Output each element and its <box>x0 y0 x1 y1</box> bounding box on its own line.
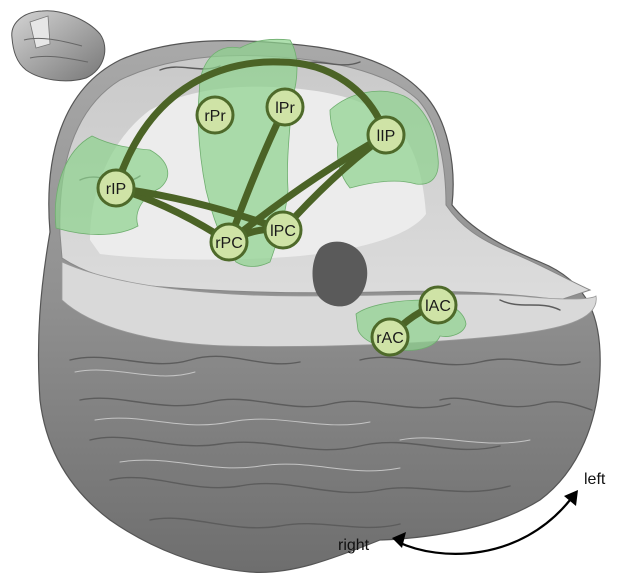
node-lPr-label: lPr <box>275 100 295 117</box>
node-lPC-label: lPC <box>270 223 296 240</box>
node-lIP: lIP <box>368 117 404 153</box>
node-lAC-label: lAC <box>425 298 451 315</box>
node-rPC: rPC <box>211 224 247 260</box>
node-rPC-label: rPC <box>215 235 243 252</box>
brain-render <box>38 41 600 573</box>
node-lIP-label: lIP <box>377 128 396 145</box>
node-rIP: rIP <box>98 170 134 206</box>
node-rPr-label: rPr <box>204 108 226 125</box>
node-rIP-label: rIP <box>106 181 126 198</box>
node-lAC: lAC <box>420 287 456 323</box>
right-label: right <box>338 537 370 554</box>
node-rPr: rPr <box>197 97 233 133</box>
left-label: left <box>584 471 606 488</box>
brain-thumbnail <box>12 11 105 81</box>
node-lPr: lPr <box>267 89 303 125</box>
node-lPC: lPC <box>265 212 301 248</box>
node-rAC: rAC <box>372 319 408 355</box>
node-rAC-label: rAC <box>376 330 404 347</box>
